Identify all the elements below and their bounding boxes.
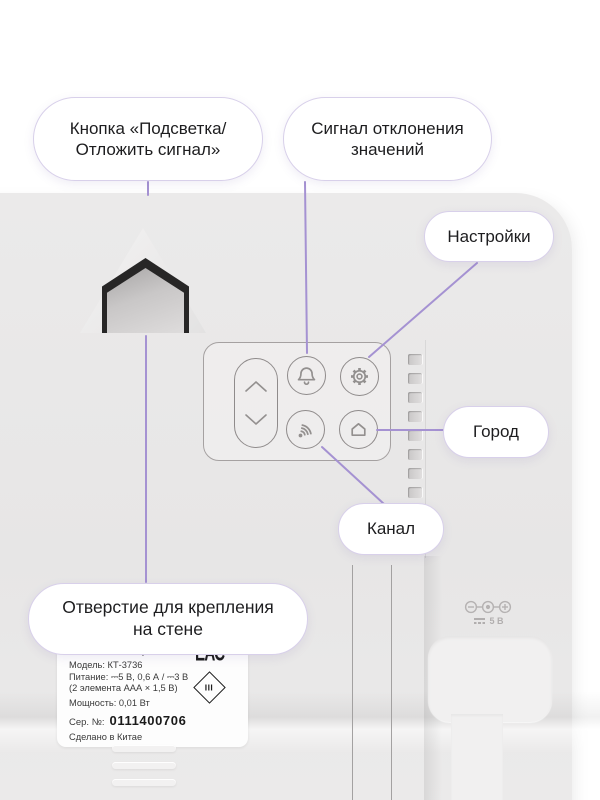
dc-symbol	[474, 618, 486, 624]
bell-icon	[297, 367, 316, 386]
voltage-value: 5 В	[489, 616, 504, 626]
vent-slot	[408, 449, 422, 460]
ridge	[112, 762, 176, 769]
voltage-marking: 5 В	[459, 616, 519, 626]
home-icon	[351, 422, 366, 437]
button-panel	[203, 342, 391, 461]
side-seam	[425, 340, 426, 558]
vent-slot	[408, 392, 422, 403]
stand-leg	[451, 714, 503, 800]
stand-recess	[428, 636, 552, 722]
weee-class: III	[205, 682, 214, 693]
signal-icon	[298, 423, 312, 437]
serial-number: 0111400706	[109, 713, 187, 729]
chevron-down-icon	[245, 414, 267, 425]
vent-slot	[408, 354, 422, 365]
ridge	[112, 745, 176, 752]
compartment-edge	[391, 565, 392, 800]
vent-slot	[408, 468, 422, 479]
callout-city: Город	[443, 406, 549, 458]
callout-settings: Настройки	[424, 211, 554, 262]
alarm-button	[287, 356, 326, 395]
model-text: Модель: КТ-3736	[69, 660, 143, 670]
callout-channel: Канал	[338, 503, 444, 555]
chevron-up-icon	[245, 381, 267, 392]
city-button	[339, 410, 378, 449]
power-text-2: (2 элемента ААА × 1,5 В)	[69, 683, 178, 694]
serial-row: Сер. №: 0111400706	[69, 713, 236, 728]
callout-backlight-snooze: Кнопка «Подсветка/ Отложить сигнал»	[33, 97, 263, 181]
made-in-text: Сделано в Китае	[69, 732, 143, 743]
rocker-button	[234, 358, 278, 448]
settings-button	[340, 357, 379, 396]
ridge	[112, 779, 176, 786]
callout-deviation-signal: Сигнал отклонения значений	[283, 97, 492, 181]
vent-slot	[408, 373, 422, 384]
callout-wall-mount: Отверстие для крепления на стене	[28, 583, 308, 655]
polarity-marking	[464, 600, 512, 614]
serial-label: Сер. №:	[69, 717, 105, 729]
compartment-edge	[352, 565, 353, 800]
power-text: Питание: ⎓5 В, 0,6 А / ⎓3 В	[69, 671, 189, 682]
vent-slot	[408, 430, 422, 441]
gear-icon	[350, 367, 369, 386]
wattage-text: Мощность: 0,01 Вт	[69, 697, 150, 708]
channel-button	[286, 410, 325, 449]
vent-slot	[408, 487, 422, 498]
vent-slot	[408, 411, 422, 422]
